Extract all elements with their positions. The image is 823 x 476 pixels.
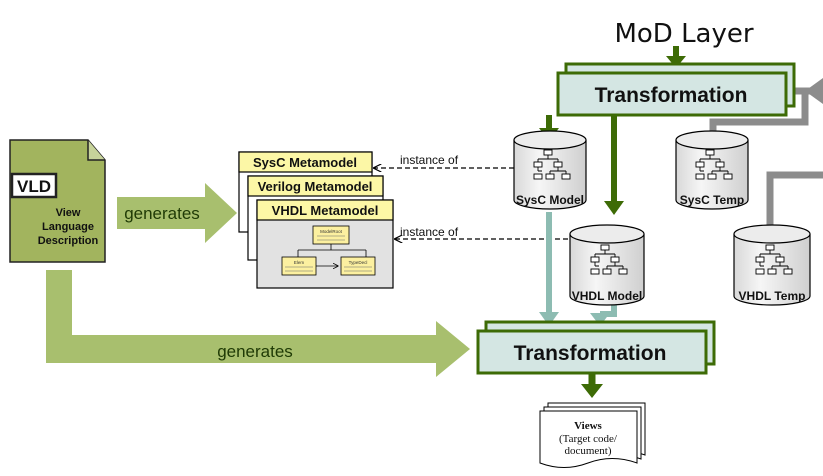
- repository-sysc-model: SysC Model: [513, 130, 587, 210]
- transformation-top: Transformation: [556, 62, 796, 117]
- vld-line-description: Description: [38, 235, 99, 247]
- generates-label-lower: generates: [217, 342, 293, 361]
- generates-arrow-lower: generates: [46, 270, 470, 377]
- vld-document: VLD View Language Description: [9, 139, 106, 263]
- repository-sysc-temp: SysC Temp: [675, 130, 749, 210]
- vhdl-model-label: VHDL Model: [572, 289, 642, 303]
- transformation-bottom: Transformation: [476, 320, 716, 375]
- vld-line-view: View: [56, 207, 81, 219]
- repository-vhdl-temp: VHDL Temp: [733, 224, 811, 306]
- arrow-to-views: [581, 373, 603, 398]
- views-line2: document): [564, 445, 611, 457]
- sysc-model-label: SysC Model: [516, 193, 584, 207]
- dark-green-arrow-to-vhdl-model: [604, 115, 624, 215]
- instance-of-lower-label: instance of: [400, 225, 459, 239]
- instance-of-upper: instance of: [374, 153, 514, 168]
- sysc-metamodel-label: SysC Metamodel: [253, 155, 357, 170]
- mini-class-root: ModelRoot: [320, 229, 343, 234]
- teal-arrow-vhdl-model: [590, 305, 617, 326]
- vld-badge: VLD: [17, 177, 51, 196]
- mini-class-elem: Elem: [294, 260, 305, 265]
- verilog-metamodel-label: Verilog Metamodel: [258, 179, 373, 194]
- vld-badge-box: [10, 172, 58, 199]
- views-line1: (Target code/: [559, 433, 618, 445]
- vld-line-language: Language: [42, 221, 94, 233]
- repository-vhdl-model: VHDL Model: [569, 224, 645, 306]
- generates-label-upper: generates: [124, 204, 200, 223]
- views-title: Views: [574, 420, 602, 432]
- instance-of-lower: instance of: [395, 225, 568, 239]
- instance-of-upper-label: instance of: [400, 153, 459, 167]
- metamodel-stack: SysC Metamodel Verilog Metamodel VHDL Me…: [238, 151, 394, 289]
- transformation-bottom-label: Transformation: [514, 342, 667, 365]
- sysc-temp-label: SysC Temp: [680, 193, 744, 207]
- mini-class-diagram: ModelRoot Elem TypeDecl: [281, 225, 376, 276]
- mod-layer-title: MoD Layer: [614, 19, 753, 49]
- generates-arrow-upper: generates: [117, 183, 237, 243]
- mini-class-typedecl: TypeDecl: [349, 260, 368, 265]
- title-arrow-head: [666, 56, 686, 68]
- transformation-top-label: Transformation: [595, 84, 748, 107]
- views-documents: Views (Target code/ document): [539, 402, 646, 468]
- vhdl-temp-label: VHDL Temp: [739, 289, 806, 303]
- teal-arrow-sysc-model: [539, 212, 559, 326]
- vhdl-metamodel-label: VHDL Metamodel: [272, 203, 379, 218]
